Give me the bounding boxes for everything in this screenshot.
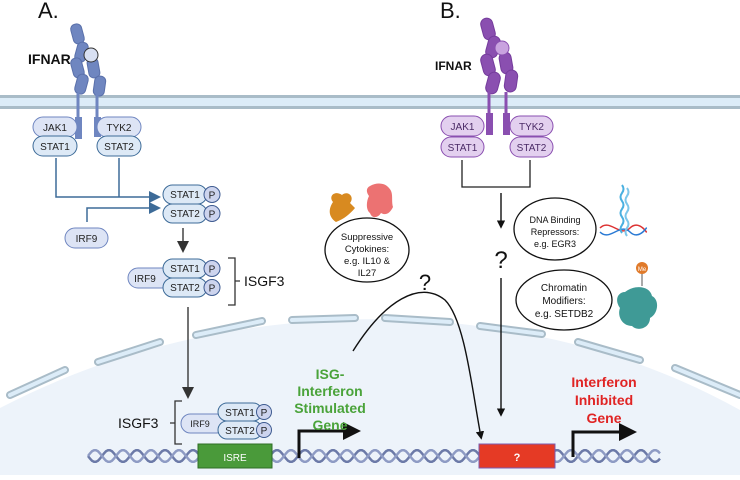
svg-text:Chromatin: Chromatin [541, 283, 587, 294]
svg-text:P: P [261, 426, 268, 437]
svg-text:Modifiers:: Modifiers: [542, 296, 585, 307]
svg-text:e.g. IL10 &: e.g. IL10 & [344, 256, 391, 267]
unknown-promoter [478, 443, 556, 469]
panel-a-ifnar-label: IFNAR [28, 51, 71, 67]
isgf3-nuclear-bracket [170, 400, 182, 445]
ifnar-receptor-b [480, 17, 519, 135]
svg-text:TYK2: TYK2 [106, 123, 131, 134]
svg-text:STAT2: STAT2 [104, 142, 134, 153]
isg-label: ISG- Interferon Stimulated Gene [294, 366, 366, 433]
nucleus [0, 319, 740, 475]
suppressive-cytokines-text: Suppressive Cytokines: e.g. IL10 & IL27 [341, 232, 393, 279]
svg-text:P: P [261, 408, 268, 419]
svg-text:DNA Binding: DNA Binding [529, 215, 580, 225]
svg-text:STAT2: STAT2 [225, 426, 255, 437]
isgf3-complex: IRF9 STAT1 P STAT2 P [127, 258, 221, 298]
svg-text:IL27: IL27 [358, 268, 377, 279]
ifn-ligand-b [494, 40, 510, 56]
question-mark-b: ? [494, 247, 507, 274]
svg-text:STAT2: STAT2 [170, 283, 200, 294]
svg-text:Inhibited: Inhibited [575, 392, 633, 408]
svg-text:STAT1: STAT1 [448, 143, 478, 154]
inhibited-gene-label: Interferon Inhibited Gene [571, 374, 636, 426]
svg-text:JAK1: JAK1 [451, 122, 475, 133]
stat2-a: STAT2 [96, 135, 142, 157]
svg-text:STAT2: STAT2 [170, 209, 200, 220]
chromatin-modifiers-bubble [515, 269, 613, 331]
dna-helix [87, 448, 661, 464]
question-mark-cytokines: ? [419, 270, 431, 295]
svg-text:TYK2: TYK2 [519, 122, 544, 133]
cytokine-effect-arrow [352, 291, 485, 440]
transcription-arrow-b [571, 423, 637, 457]
transcription-arrow-a [297, 422, 361, 458]
setdb2-protein-icon: Me [617, 262, 658, 329]
svg-text:IRF9: IRF9 [134, 274, 156, 285]
panel-a-label: A. [38, 0, 59, 23]
panel-b-ifnar-label: IFNAR [435, 59, 472, 73]
tyk2-a: TYK2 [96, 116, 142, 138]
isgf3-dna-bound: IRF9 STAT1 P STAT2 P [180, 402, 272, 440]
jak1-a: JAK1 [32, 116, 78, 138]
svg-text:IRF9: IRF9 [190, 419, 210, 429]
svg-text:e.g. SETDB2: e.g. SETDB2 [535, 309, 594, 320]
stat-join-b [461, 160, 531, 188]
isre-promoter [197, 443, 273, 469]
suppressive-cytokines-bubble [324, 217, 410, 283]
isgf3-bracket [228, 257, 240, 306]
svg-text:Repressors:: Repressors: [531, 227, 580, 237]
irf9-free: IRF9 [64, 227, 109, 249]
panel-b-label: B. [440, 0, 461, 23]
svg-text:P: P [209, 191, 216, 202]
il10-cytokine-icon [329, 193, 355, 222]
svg-text:ISG-: ISG- [316, 366, 345, 382]
svg-text:JAK1: JAK1 [43, 123, 67, 134]
svg-text:Interferon: Interferon [297, 383, 362, 399]
dna-repressors-bubble [513, 197, 597, 261]
svg-text:STAT1: STAT1 [170, 264, 200, 275]
phospho-dimer: STAT1 P STAT2 P [162, 184, 221, 224]
activation-lines-a [55, 158, 161, 222]
isgf3-nuclear-label: ISGF3 [118, 415, 159, 431]
il27-cytokine-icon [366, 183, 393, 218]
svg-text:STAT1: STAT1 [170, 190, 200, 201]
chromatin-modifiers-text: Chromatin Modifiers: e.g. SETDB2 [535, 283, 594, 320]
svg-text:Suppressive: Suppressive [341, 232, 393, 243]
svg-text:STAT2: STAT2 [517, 143, 547, 154]
tyk2-b: TYK2 [509, 115, 554, 137]
dna-repressors-text: DNA Binding Repressors: e.g. EGR3 [529, 215, 580, 249]
stat1-b: STAT1 [440, 136, 485, 158]
stat2-b: STAT2 [509, 136, 554, 158]
svg-text:Gene: Gene [312, 417, 347, 433]
stat1-a: STAT1 [32, 135, 78, 157]
jak1-b: JAK1 [440, 115, 485, 137]
svg-text:P: P [209, 210, 216, 221]
egr3-dna-icon [599, 184, 647, 237]
isgf3-label: ISGF3 [244, 273, 285, 289]
svg-text:e.g. EGR3: e.g. EGR3 [534, 239, 576, 249]
svg-text:Me: Me [638, 267, 647, 273]
svg-text:STAT1: STAT1 [225, 408, 255, 419]
svg-text:STAT1: STAT1 [40, 142, 70, 153]
svg-text:Cytokines:: Cytokines: [345, 244, 389, 255]
svg-text:Stimulated: Stimulated [294, 400, 366, 416]
isre-label: ISRE [223, 453, 247, 464]
svg-text:Interferon: Interferon [571, 374, 636, 390]
ifn-ligand-a [83, 47, 99, 63]
svg-text:Gene: Gene [586, 410, 621, 426]
svg-text:IRF9: IRF9 [76, 234, 98, 245]
svg-text:P: P [209, 265, 216, 276]
unknown-promoter-label: ? [514, 452, 521, 464]
svg-text:P: P [209, 284, 216, 295]
